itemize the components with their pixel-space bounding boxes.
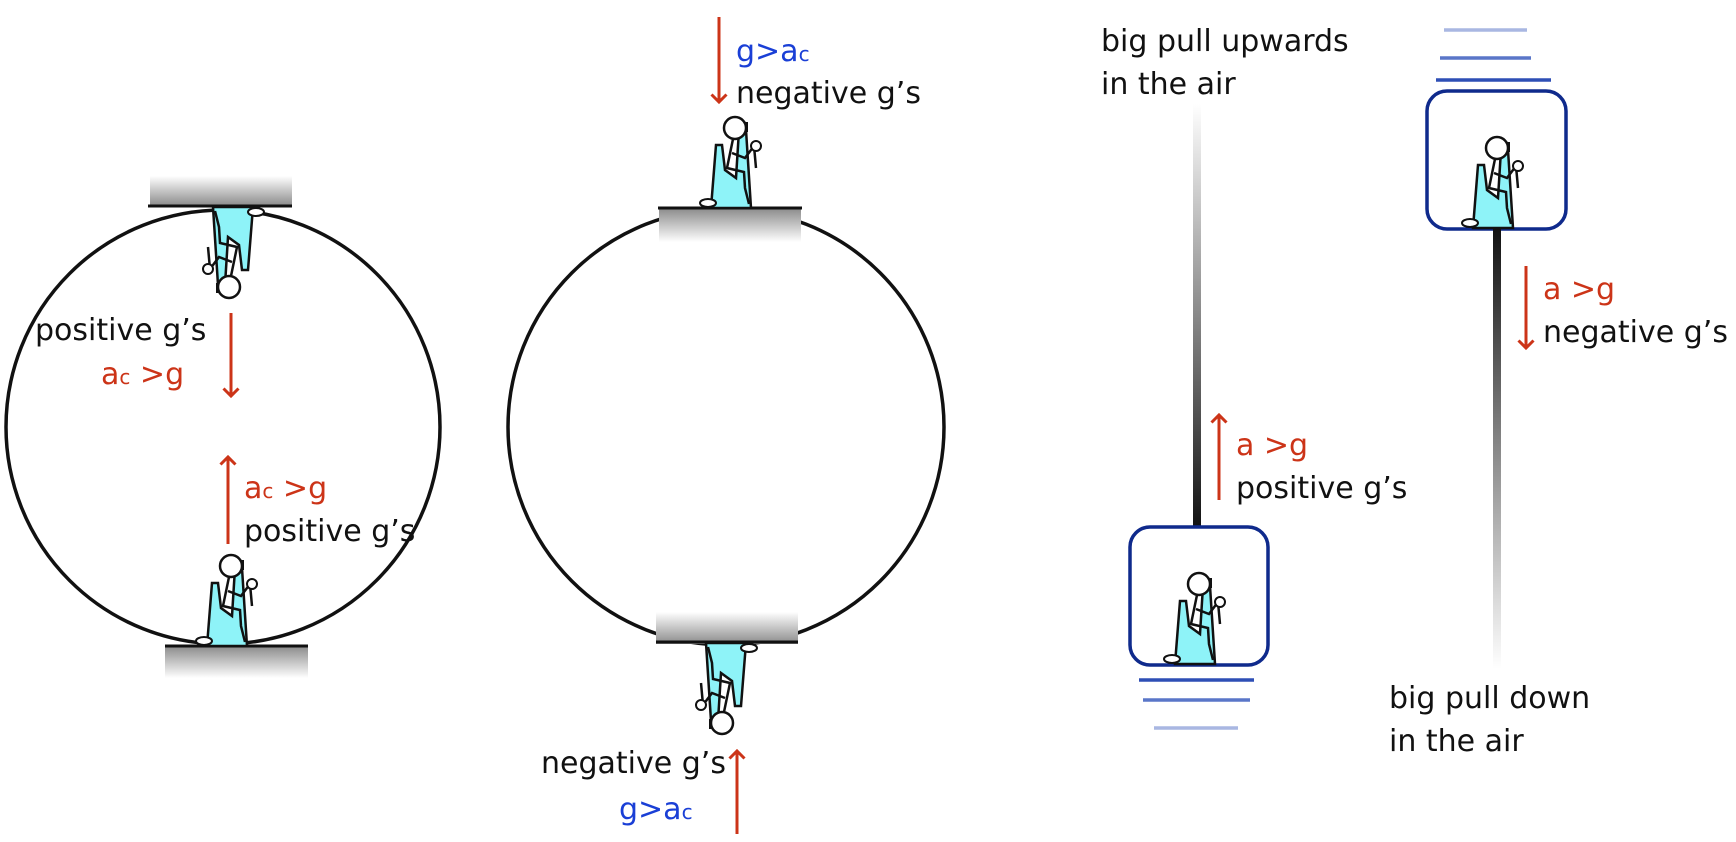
left-loop-top-positive-label: positive g’s [35, 313, 206, 348]
right-loop: g>ac negative g’s negative g’s g>ac [506, 17, 946, 834]
right-loop-bottom-rider [694, 641, 759, 736]
right-loop-top-shade [659, 208, 801, 242]
right-loop-top-gravity-label: g>ac [736, 34, 810, 69]
left-loop: positive g’s ac >g ac >g positive g’s [4, 176, 442, 678]
elevator-up-cable [1193, 104, 1201, 528]
left-loop-top-rider [201, 205, 266, 300]
right-loop-bottom-gravity-label: g>ac [619, 792, 693, 827]
elevator-up: big pull upwards in the air a >g positiv… [1101, 24, 1407, 730]
left-loop-top-accel-label: ac >g [101, 357, 184, 392]
elevator-down: a >g negative g’s big pull down in the a… [1389, 28, 1728, 759]
elevator-down-cable [1493, 229, 1501, 669]
elevator-down-accel-label: a >g [1543, 272, 1615, 307]
right-loop-bottom-negative-label: negative g’s [541, 746, 726, 781]
right-loop-top-rider [698, 115, 763, 210]
right-loop-top-negative-label: negative g’s [736, 76, 921, 111]
elevator-up-caption-line1: big pull upwards [1101, 24, 1349, 59]
elevator-down-caption-line1: big pull down [1389, 681, 1590, 716]
left-loop-top-shade [150, 176, 292, 206]
elevator-up-g-label: positive g’s [1236, 471, 1407, 506]
right-loop-track [506, 207, 946, 647]
elevator-down-g-label: negative g’s [1543, 315, 1728, 350]
left-loop-bottom-rider [194, 553, 259, 648]
left-loop-bottom-accel-label: ac >g [244, 471, 327, 506]
elevator-up-caption-line2: in the air [1101, 67, 1236, 102]
left-loop-bottom-shade [165, 646, 308, 678]
elevator-up-accel-label: a >g [1236, 428, 1308, 463]
right-loop-bottom-shade [656, 612, 798, 644]
left-loop-bottom-positive-label: positive g’s [244, 514, 415, 549]
elevator-down-caption-line2: in the air [1389, 724, 1524, 759]
